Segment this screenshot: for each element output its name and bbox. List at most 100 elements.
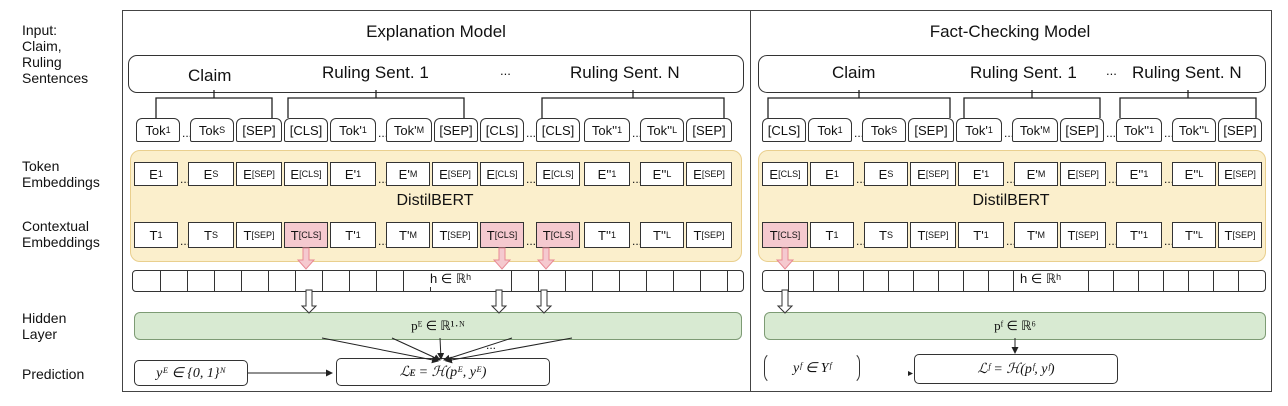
token-sep: [SEP] (1218, 118, 1262, 142)
row-label-contextual-embeddings: Contextual Embeddings (22, 218, 100, 250)
contextual-t-sep: T[SEP] (910, 222, 956, 248)
vector-cell (538, 271, 539, 291)
factcheck-p-label: pᶠ ∈ ℝ⁶ (994, 318, 1036, 333)
contextual-t-prime-m: T'M (386, 222, 430, 248)
explanation-hidden-label: h ∈ ℝʰ (426, 271, 476, 287)
vector-cell (838, 271, 839, 291)
row-label-hidden-layer: Hidden Layer (22, 310, 67, 342)
vector-cell (511, 271, 512, 291)
dots: ... (1004, 126, 1015, 140)
factcheck-input-claim: Claim (832, 63, 876, 82)
dots: ... (1164, 172, 1175, 186)
explanation-distilbert-label: DistilBERT (396, 192, 474, 209)
token-tok-dprime-1: Tok''1 (584, 118, 630, 142)
explanation-model-title: Explanation Model (366, 22, 506, 41)
token-sep: [SEP] (1060, 118, 1104, 142)
factcheck-hidden-vector (762, 270, 1266, 292)
contextual-t-sep: T[SEP] (686, 222, 732, 248)
vector-cell (700, 271, 701, 291)
row-label-input: Input: Claim, Ruling Sentences (22, 22, 89, 86)
contextual-t-sep: T[SEP] (432, 222, 478, 248)
vector-cell (1013, 271, 1014, 291)
dots: ... (632, 126, 643, 140)
contextual-t-cls: T[CLS] (536, 222, 580, 248)
vector-cell (349, 271, 350, 291)
embedding-e-sep: E[SEP] (236, 162, 282, 186)
vector-cell (376, 271, 377, 291)
dots: ... (526, 172, 537, 186)
embedding-e-cls: E[CLS] (284, 162, 328, 186)
dots: ... (854, 126, 865, 140)
vector-cell (619, 271, 620, 291)
token-tok-prime-1: Tok'1 (330, 118, 376, 142)
factcheck-hidden-label: h ∈ ℝʰ (1016, 271, 1066, 287)
token-cls: [CLS] (480, 118, 524, 142)
embedding-e-dprime-l: E''L (640, 162, 684, 186)
embedding-e-cls: E[CLS] (536, 162, 580, 186)
vector-cell (913, 271, 914, 291)
embedding-e-sep: E[SEP] (432, 162, 478, 186)
explanation-brackets (155, 90, 725, 118)
row-label-token-embeddings: Token Embeddings (22, 158, 100, 190)
dots: ... (1006, 172, 1017, 186)
vector-cell (1213, 271, 1214, 291)
vector-cell (813, 271, 814, 291)
factcheck-input-ellipsis: ... (1106, 63, 1117, 78)
dots: ... (632, 172, 643, 186)
vector-cell (988, 271, 989, 291)
vector-cell (646, 271, 647, 291)
explanation-input-sent1: Ruling Sent. 1 (322, 63, 429, 82)
vector-cell (1238, 271, 1239, 291)
vector-cell (727, 271, 728, 291)
vector-cell (1163, 271, 1164, 291)
explanation-y-label-box: yᴱ ∈ {0, 1}ᴺ (134, 360, 248, 386)
token-tok-dprime-l: Tok''L (640, 118, 684, 142)
explanation-input-sentN: Ruling Sent. N (570, 63, 680, 82)
factcheck-input-sentN: Ruling Sent. N (1132, 63, 1242, 82)
vector-cell (295, 271, 296, 291)
contextual-t-prime-1: T'1 (330, 222, 376, 248)
dots: ... (632, 234, 643, 248)
contextual-t-dprime-l: T''L (1172, 222, 1216, 248)
token-sep: [SEP] (686, 118, 732, 142)
vector-cell (788, 271, 789, 291)
token-tok-dprime-1: Tok''1 (1116, 118, 1162, 142)
factcheck-input-box (758, 55, 1266, 93)
embedding-e-prime-1: E'1 (958, 162, 1004, 186)
dots: ... (180, 172, 191, 186)
contextual-t-prime-1: T'1 (958, 222, 1004, 248)
explanation-input-box (128, 55, 744, 93)
factcheck-output-layer: pᶠ ∈ ℝ⁶ (764, 312, 1266, 340)
explanation-input-claim: Claim (188, 66, 232, 85)
token-cls: [CLS] (762, 118, 806, 142)
factcheck-model-title: Fact-Checking Model (929, 22, 1091, 41)
embedding-e-sep: E[SEP] (910, 162, 956, 186)
token-cls: [CLS] (284, 118, 328, 142)
factcheck-arrows (775, 247, 1019, 376)
factcheck-loss-box: ℒᶠ = ℋ(pᶠ, yᶠ) (914, 354, 1118, 384)
vector-cell (938, 271, 939, 291)
contextual-t-cls: T[CLS] (284, 222, 328, 248)
embedding-e-prime-1: E'1 (330, 162, 376, 186)
factcheck-input-sent1: Ruling Sent. 1 (970, 63, 1077, 82)
explanation-loss-label: ℒᴇ = ℋ(pᴱ, yᴱ) (399, 364, 487, 380)
vector-cell (565, 271, 566, 291)
vector-cell (160, 271, 161, 291)
dots: ... (1164, 234, 1175, 248)
contextual-t-sep: T[SEP] (236, 222, 282, 248)
explanation-arrows (248, 247, 573, 377)
token-tok-prime-m: Tok'M (386, 118, 432, 142)
embedding-e-cls: E[CLS] (480, 162, 524, 186)
factcheck-brackets (767, 90, 1257, 118)
embedding-e-sep: E[SEP] (1060, 162, 1106, 186)
token-tok-prime-1: Tok'1 (956, 118, 1002, 142)
dots: ... (378, 126, 389, 140)
contextual-t-dprime-l: T''L (640, 222, 684, 248)
vector-cell (1188, 271, 1189, 291)
dots: ... (182, 126, 193, 140)
dots: ... (378, 172, 389, 186)
